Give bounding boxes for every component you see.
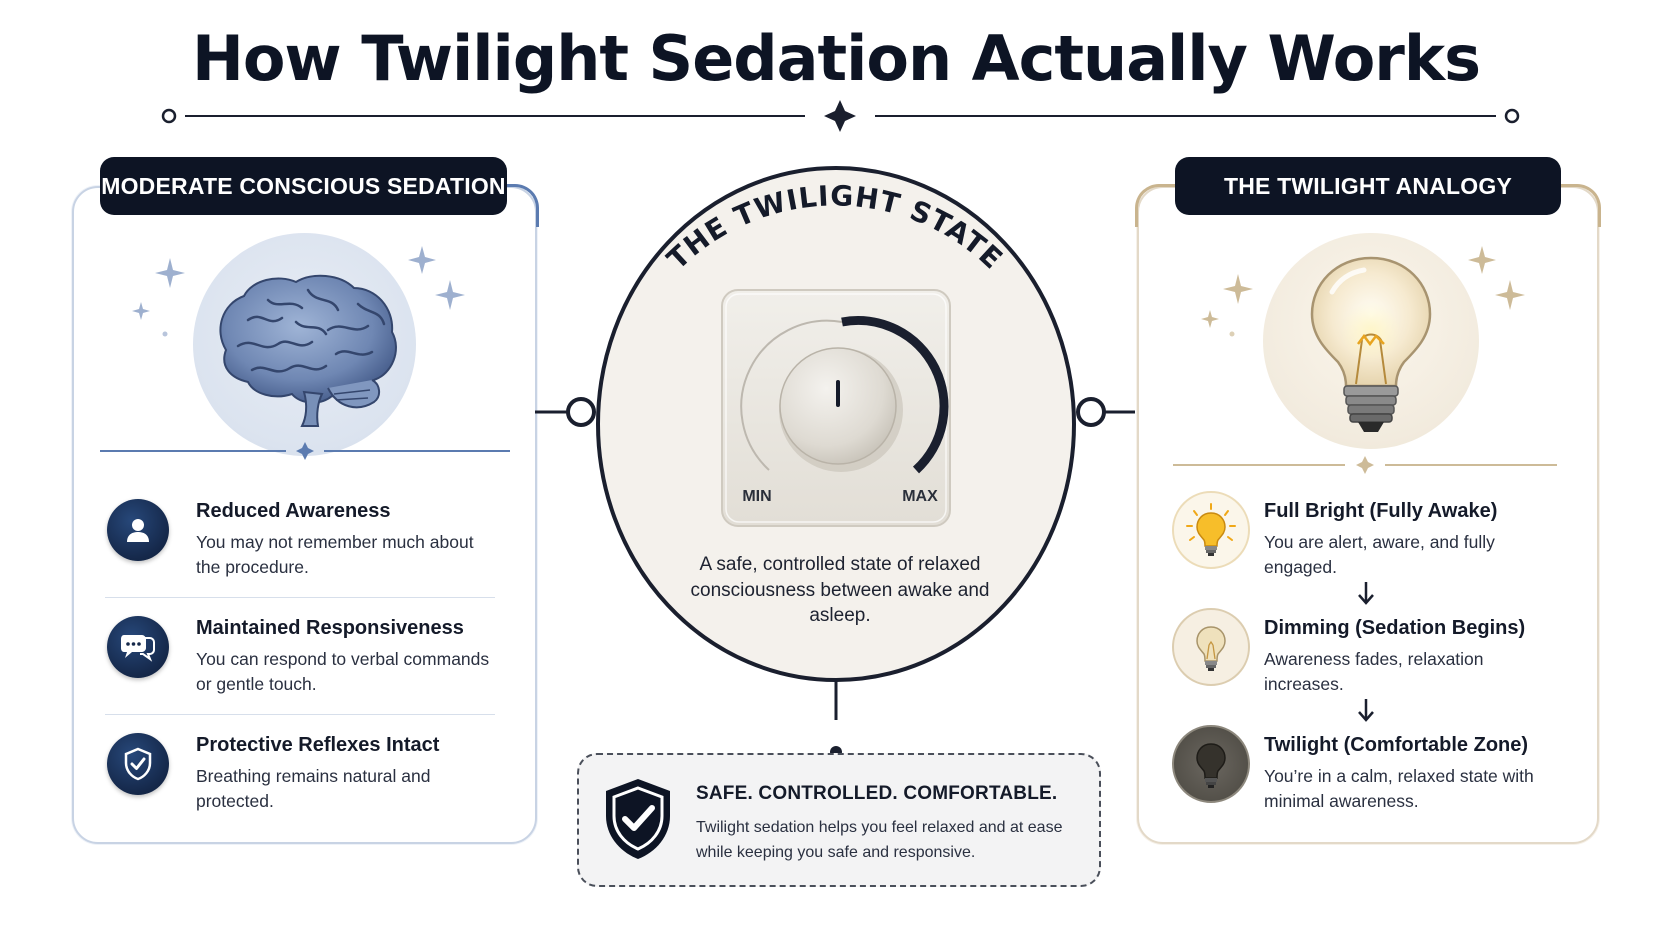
page-title: How Twilight Sedation Actually Works xyxy=(191,22,1481,95)
right-divider xyxy=(1173,456,1557,474)
arrow-down-icon xyxy=(1358,699,1374,722)
item-desc-full-bright: You are alert, aware, and fully engaged. xyxy=(1264,532,1495,577)
item-desc-reduced-awareness: You may not remember much about the proc… xyxy=(196,532,474,577)
safety-description: Twilight sedation helps you feel relaxed… xyxy=(696,819,1063,861)
item-title-reduced-awareness: Reduced Awareness xyxy=(196,500,391,522)
item-title-dimming: Dimming (Sedation Begins) xyxy=(1264,617,1526,639)
item-title-twilight: Twilight (Comfortable Zone) xyxy=(1264,734,1529,756)
dark-bulb-icon xyxy=(1172,725,1250,803)
item-desc-maintained-responsiveness: You can respond to verbal commands or ge… xyxy=(196,649,490,694)
item-desc-twilight: You’re in a calm, relaxed state with min… xyxy=(1264,766,1534,811)
light-bulb-icon xyxy=(1310,256,1432,432)
safety-title: SAFE. CONTROLLED. COMFORTABLE. xyxy=(696,783,1058,804)
dial-max-label: MAX xyxy=(902,488,938,505)
person-icon xyxy=(107,499,169,561)
left-divider xyxy=(100,442,510,460)
arrow-down-icon xyxy=(1358,582,1374,605)
list-separator xyxy=(105,597,495,598)
twilight-state-diagram: THE TWILIGHT STATE MIN MAX xyxy=(535,166,1135,720)
dimming-bulb-icon xyxy=(1172,608,1250,686)
item-title-protective-reflexes: Protective Reflexes Intact xyxy=(196,734,440,756)
shield-check-icon xyxy=(606,779,670,859)
twilight-state-description: A safe, controlled state of relaxed cons… xyxy=(690,554,990,626)
item-desc-dimming: Awareness fades, relaxation increases. xyxy=(1264,649,1484,694)
safety-callout xyxy=(577,753,1101,887)
item-title-maintained-responsiveness: Maintained Responsiveness xyxy=(196,617,464,639)
brain-icon xyxy=(219,274,397,427)
bright-bulb-icon xyxy=(1172,491,1250,569)
item-title-full-bright: Full Bright (Fully Awake) xyxy=(1264,500,1498,522)
sedation-panel-header: MODERATE CONSCIOUS SEDATION xyxy=(100,157,507,215)
sparkle-icon xyxy=(132,246,465,337)
item-desc-protective-reflexes: Breathing remains natural and protected. xyxy=(196,766,431,811)
list-separator xyxy=(105,714,495,715)
analogy-panel-header: THE TWILIGHT ANALOGY xyxy=(1175,157,1561,215)
shield-check-icon xyxy=(107,733,169,795)
dial-min-label: MIN xyxy=(742,488,771,505)
speech-bubbles-icon xyxy=(107,616,169,678)
sparkle-icon xyxy=(1201,246,1525,337)
title-divider xyxy=(161,100,1520,132)
